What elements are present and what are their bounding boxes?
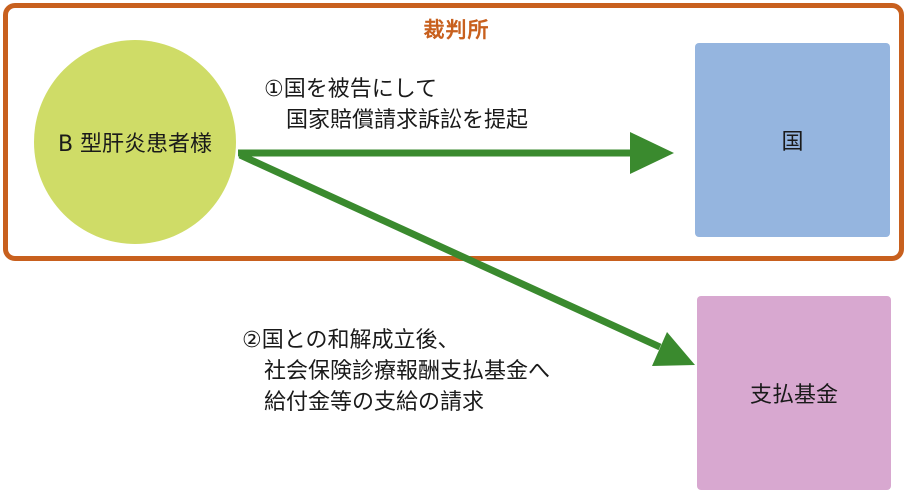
step-1-label: ①国を被告にして 国家賠償請求訴訟を提起 <box>264 74 528 136</box>
step-1-line: ①国を被告にして <box>264 77 438 102</box>
state-node: 国 <box>695 43 890 237</box>
arrow-to-fund-head <box>652 332 695 366</box>
step-2-line: ②国との和解成立後、 <box>242 328 460 353</box>
patient-label: B 型肝炎患者様 <box>57 132 213 157</box>
state-label: 国 <box>781 130 804 155</box>
arrow-to-state-head <box>630 132 674 174</box>
step-1-line: 国家賠償請求訴訟を提起 <box>264 108 529 133</box>
court-label: 裁判所 <box>423 18 490 42</box>
fund-label: 支払基金 <box>749 383 838 408</box>
patient-node: B 型肝炎患者様 <box>34 40 236 244</box>
arrow-to-fund <box>238 151 695 366</box>
court-frame <box>3 3 904 261</box>
step-2-label: ②国との和解成立後、 社会保険診療報酬支払基金へ 給付金等の支給の請求 <box>242 325 550 418</box>
step-2-line: 社会保険診療報酬支払基金へ <box>242 359 551 384</box>
fund-node: 支払基金 <box>697 296 891 490</box>
arrow-to-fund-shaft <box>238 151 662 351</box>
step-2-line: 給付金等の支給の請求 <box>242 390 485 415</box>
arrow-to-state <box>238 132 674 174</box>
